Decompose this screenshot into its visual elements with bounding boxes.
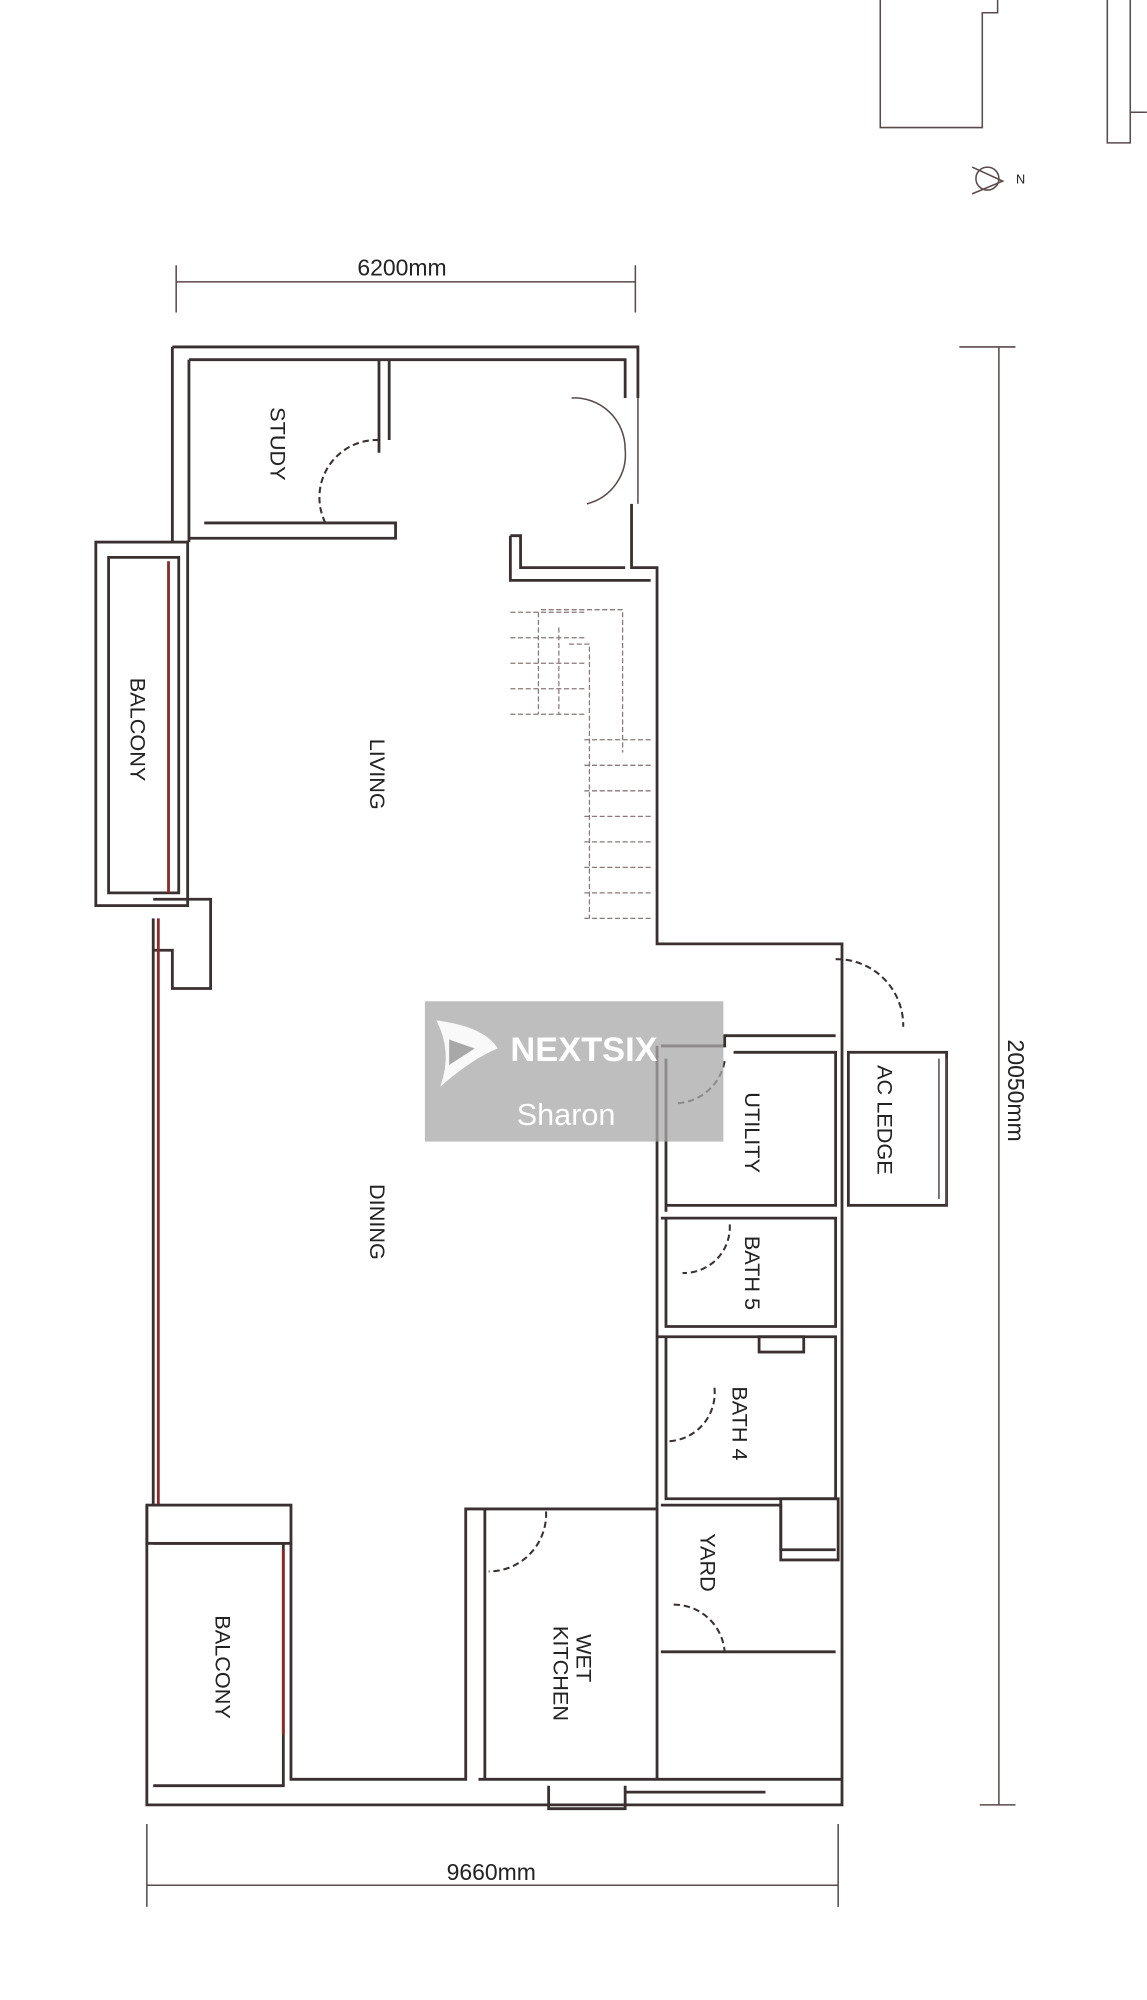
label-study: STUDY bbox=[266, 407, 291, 480]
walls bbox=[94, 345, 948, 1811]
room-labels: STUDY BALCONY LIVING DINING UTILITY AC L… bbox=[125, 407, 897, 1721]
neighbour-outline bbox=[879, 0, 1147, 144]
dimension-top: 6200mm bbox=[175, 255, 637, 313]
label-balcony-top: BALCONY bbox=[125, 678, 150, 782]
nextsix-logo-icon bbox=[436, 1020, 498, 1087]
svg-text:N: N bbox=[1016, 172, 1025, 187]
staircase bbox=[510, 609, 651, 920]
svg-text:Sharon: Sharon bbox=[517, 1098, 616, 1132]
label-dining: DINING bbox=[365, 1184, 390, 1260]
dimension-bottom: 9660mm bbox=[146, 1823, 839, 1907]
dimension-right: 20050mm bbox=[959, 346, 1029, 1806]
label-ac-ledge: AC LEDGE bbox=[873, 1065, 898, 1175]
watermark: NEXTSIX Sharon bbox=[424, 1001, 724, 1142]
label-balcony-bottom: BALCONY bbox=[211, 1615, 236, 1719]
label-bath4: BATH 4 bbox=[727, 1386, 752, 1460]
svg-text:6200mm: 6200mm bbox=[357, 255, 446, 281]
svg-text:20050mm: 20050mm bbox=[1003, 1040, 1029, 1142]
north-compass-icon: N bbox=[971, 166, 1025, 195]
label-kitchen: KITCHEN bbox=[549, 1626, 574, 1721]
svg-text:9660mm: 9660mm bbox=[447, 1859, 536, 1885]
label-living: LIVING bbox=[365, 739, 390, 810]
svg-text:NEXTSIX: NEXTSIX bbox=[510, 1031, 657, 1069]
label-yard: YARD bbox=[695, 1533, 720, 1592]
label-utility: UTILITY bbox=[740, 1092, 765, 1173]
label-bath5: BATH 5 bbox=[740, 1236, 765, 1310]
label-wet: WET bbox=[572, 1634, 597, 1682]
